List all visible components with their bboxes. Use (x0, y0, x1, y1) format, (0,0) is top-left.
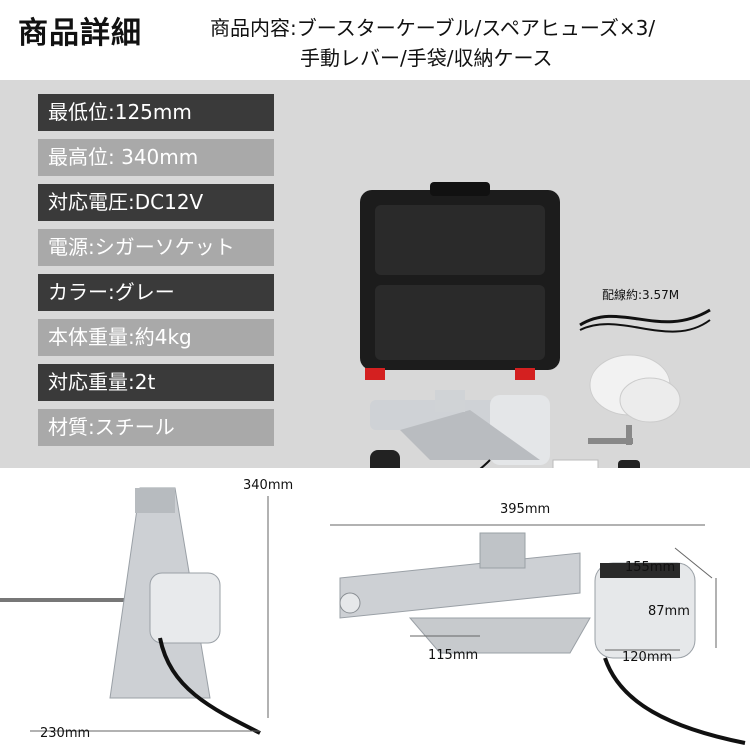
side-length-label: 395mm (500, 502, 551, 517)
page-title: 商品詳細 (18, 16, 142, 51)
side-top-label: 155mm (625, 560, 676, 575)
front-view (0, 487, 269, 735)
spec-row: 電源:シガーソケット (38, 229, 274, 266)
dimensions-section: 340mm 230mm 395mm 155mm 87mm 115mm 120mm (0, 468, 750, 750)
spec-row: 最低位:125mm (38, 94, 274, 131)
spec-row: カラー:グレー (38, 274, 274, 311)
front-height-label: 340mm (243, 478, 294, 493)
power-cable (579, 308, 711, 333)
spec-panel: 最低位:125mm 最高位: 340mm 対応電圧:DC12V 電源:シガーソケ… (0, 80, 750, 521)
jack (370, 390, 550, 465)
gloves (589, 354, 681, 423)
carrying-case (360, 182, 560, 380)
spec-row: 材質:スチール (38, 409, 274, 446)
contents-line-1: 商品内容:ブースターケーブル/スペアヒューズ×3/ (210, 16, 656, 40)
side-view (330, 524, 746, 745)
contents-line-2: 手動レバー/手袋/収納ケース (300, 46, 553, 70)
side-motor-height-label: 87mm (648, 604, 690, 619)
side-base-left-label: 115mm (428, 648, 479, 663)
header: 商品詳細 商品内容:ブースターケーブル/スペアヒューズ×3/ 手動レバー/手袋/… (0, 0, 750, 78)
front-width-label: 230mm (40, 726, 91, 741)
side-base-right-label: 120mm (622, 650, 673, 665)
spec-row: 本体重量:約4kg (38, 319, 274, 356)
product-photo: 配線約:3.57M (360, 182, 711, 521)
spec-row: 対応重量:2t (38, 364, 274, 401)
cable-length-label: 配線約:3.57M (602, 287, 679, 302)
spec-row: 最高位: 340mm (38, 139, 274, 176)
spec-row: 対応電圧:DC12V (38, 184, 274, 221)
manual-handle (588, 425, 633, 445)
